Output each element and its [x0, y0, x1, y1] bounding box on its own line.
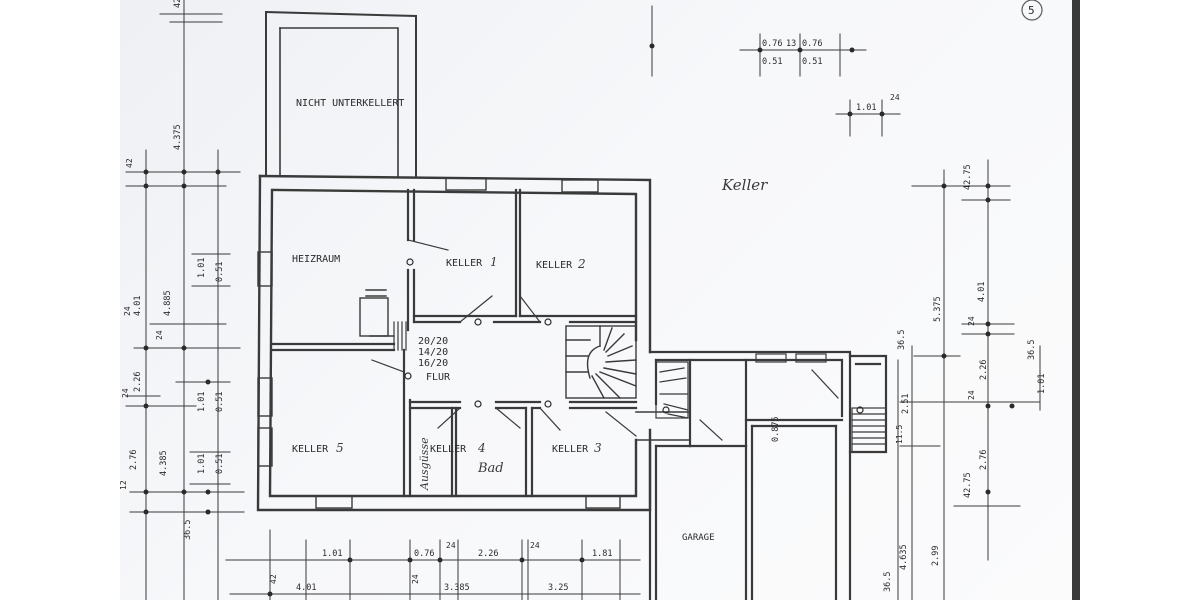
dim-top-right-e: 0.51 [802, 57, 822, 67]
small-stair [393, 321, 407, 351]
dim-bottom-076: 0.76 [414, 549, 434, 559]
dim-garage-0875: 0.875 [771, 416, 781, 442]
dim-bottom-226: 2.26 [478, 549, 498, 559]
dim-bottom-401: 4.01 [296, 583, 316, 593]
dim-top-right-c: 0.76 [802, 39, 822, 49]
room-keller-1: KELLER [446, 258, 483, 269]
dim-right-4275b: 42.75 [963, 472, 973, 498]
dim-top-right-f: 1.01 [856, 103, 876, 113]
paper-sheet [120, 0, 1072, 600]
dim-top-right-b: 13 [786, 39, 796, 49]
room-keller-5-number: 5 [336, 441, 344, 455]
room-keller-4-number: 4 [477, 441, 486, 455]
room-garage: GARAGE [682, 533, 715, 543]
dim-left-12: 12 [119, 480, 128, 490]
dim-left-051c: 0.51 [215, 454, 225, 474]
dim-bottom-325: 3.25 [548, 583, 568, 593]
dim-left-365: 36.5 [183, 520, 193, 540]
dim-left-401: 4.01 [133, 296, 143, 316]
dim-top-right-g: 24 [890, 93, 900, 102]
door-swings [371, 239, 637, 437]
windows [257, 177, 621, 509]
dim-right-4275a: 42.75 [963, 164, 973, 190]
left-dimension-lines [125, 0, 245, 600]
room-flur: FLUR [426, 372, 451, 383]
room-heizraum: HEIZRAUM [292, 254, 340, 265]
dim-left-4375: 4.375 [173, 124, 183, 150]
dim-bottom-24b: 24 [530, 541, 540, 550]
dimension-markers [143, 0, 1043, 597]
dim-right-2276: 2.76 [979, 450, 989, 470]
stair-note-2: 14/20 [418, 347, 448, 358]
terrace-outline [264, 10, 417, 177]
interior-walls [270, 188, 638, 498]
dim-left-4885: 4.885 [163, 290, 173, 316]
room-keller-3-number: 3 [594, 441, 602, 455]
dim-right-365c: 36.5 [883, 572, 893, 592]
dim-right-4635: 4.635 [899, 544, 909, 570]
dim-right-115: 11.5 [895, 425, 904, 444]
dim-left-101a: 1.01 [197, 258, 207, 278]
dim-left-226: 2.26 [133, 372, 143, 392]
dim-right-101: 1.01 [1037, 374, 1047, 394]
dim-right-365a: 36.5 [897, 330, 907, 350]
boiler-symbol [359, 289, 395, 337]
room-keller-1-number: 1 [490, 255, 498, 269]
dim-bottom-181: 1.81 [592, 549, 612, 559]
dim-right-5375: 5.375 [933, 296, 943, 322]
dim-left-24b: 24 [155, 330, 164, 340]
stair-note-3: 16/20 [418, 358, 448, 369]
dim-bottom-101: 1.01 [322, 549, 342, 559]
room-bad: Bad [477, 461, 504, 476]
bottom-dimension-lines [225, 529, 641, 600]
room-nicht-unterkellert: NICHT UNTERKELLERT [296, 98, 404, 109]
room-ausguss: Ausgüsse [418, 437, 431, 491]
dim-bottom-24a: 24 [446, 541, 456, 550]
right-dimension-lines [651, 5, 1041, 600]
room-keller-2-number: 2 [577, 257, 586, 271]
page-number: 5 [1028, 4, 1035, 17]
room-keller-5: KELLER [292, 444, 329, 455]
stair-note-1: 20/20 [418, 336, 448, 347]
dim-bottom-24c: 24 [411, 574, 420, 584]
dim-right-365b: 36.5 [1027, 340, 1037, 360]
right-edge-shadow [1072, 0, 1080, 600]
dim-left-101b: 1.01 [197, 392, 207, 412]
left-margin [0, 0, 120, 600]
entrance-landing [635, 411, 691, 441]
dim-right-401: 4.01 [977, 282, 987, 302]
dim-left-24a: 24 [123, 306, 132, 316]
dim-left-101c: 1.01 [197, 454, 207, 474]
dim-left-42: 42 [125, 158, 134, 168]
dim-top-right-a: 0.76 [762, 39, 782, 49]
dim-left-051a: 0.51 [215, 262, 225, 282]
dim-right-24b: 24 [967, 390, 976, 400]
floor-label: Keller [721, 176, 768, 194]
main-staircase [565, 325, 637, 399]
dim-right-226: 2.26 [979, 360, 989, 380]
dim-left-051b: 0.51 [215, 392, 225, 412]
room-keller-3: KELLER [552, 444, 589, 455]
room-keller-2: KELLER [536, 260, 573, 271]
dim-right-299: 2.99 [931, 546, 941, 566]
dim-bottom-42: 42 [269, 574, 278, 584]
dim-top-left-a: 42 [173, 0, 183, 8]
dim-bottom-3385: 3.385 [444, 583, 470, 593]
dim-left-24c: 24 [121, 388, 130, 398]
dim-right-24a: 24 [967, 316, 976, 326]
garage-walls [648, 350, 888, 600]
room-keller-4: KELLER [430, 444, 467, 455]
dim-left-4385: 4.385 [159, 450, 169, 476]
dim-top-right-d: 0.51 [762, 57, 782, 67]
dim-right-251: 2.51 [901, 394, 911, 414]
dim-left-276: 2.76 [129, 450, 139, 470]
garage-stair [655, 353, 887, 453]
